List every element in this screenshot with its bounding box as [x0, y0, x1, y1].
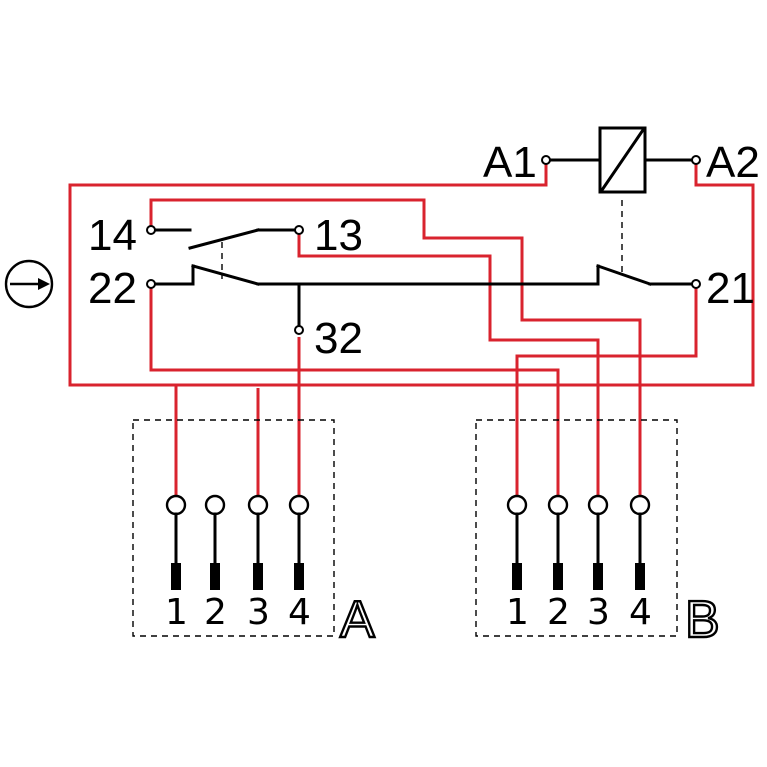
socket-a-frame: [132, 419, 335, 637]
socket-b-pin-label-3: 3: [587, 592, 610, 633]
socket-a: 1 2 3 4: [132, 419, 335, 637]
socket-a-pin-label-4: 4: [288, 592, 311, 633]
socket-a-pin-label-1: 1: [165, 592, 188, 633]
socket-a-label: A: [340, 591, 375, 649]
label-22: 22: [88, 264, 137, 313]
socket-a-pin-1: [165, 494, 187, 590]
label-14: 14: [88, 211, 137, 260]
socket-b-pin-label-2: 2: [547, 592, 570, 633]
socket-b-label: B: [685, 591, 720, 649]
socket-a-pin-label-3: 3: [247, 592, 270, 633]
wire-21-b1: [515, 285, 698, 497]
terminal-22: [146, 279, 156, 289]
label-21: 21: [706, 264, 755, 313]
socket-b-pin-3: [587, 494, 609, 590]
contact-22-32-21: [146, 264, 701, 335]
wire-a1-outer-loop: [68, 160, 755, 387]
socket-b: 1 2 3 4: [475, 419, 678, 637]
terminal-32: [294, 325, 304, 335]
wire-13-b3: [297, 232, 600, 497]
terminal-a2: [691, 155, 701, 165]
socket-a-pin-3: [247, 494, 269, 590]
terminal-21: [691, 279, 701, 289]
socket-a-pin-4: [288, 494, 310, 590]
circle-arrow-right-icon: [4, 259, 54, 309]
label-a1: A1: [483, 138, 537, 187]
socket-b-pin-2: [547, 494, 569, 590]
label-a2: A2: [706, 138, 760, 187]
label-13: 13: [314, 211, 363, 260]
socket-a-pin-label-2: 2: [204, 592, 227, 633]
wire-14-b4: [149, 198, 642, 497]
socket-b-pin-1: [506, 494, 528, 590]
socket-b-pin-label-4: 4: [629, 592, 652, 633]
terminal-14: [146, 225, 156, 235]
socket-a-pin-2: [204, 494, 226, 590]
socket-b-pin-4: [629, 494, 651, 590]
terminal-a1: [541, 155, 551, 165]
relay-coil-icon: [541, 126, 701, 194]
socket-b-frame: [475, 419, 678, 637]
socket-b-pin-label-1: 1: [506, 592, 529, 633]
label-32: 32: [314, 314, 363, 363]
contact-14-13: [146, 225, 304, 250]
terminal-13: [294, 225, 304, 235]
wire-22-b2: [149, 284, 560, 497]
red-wiring: [68, 160, 755, 497]
